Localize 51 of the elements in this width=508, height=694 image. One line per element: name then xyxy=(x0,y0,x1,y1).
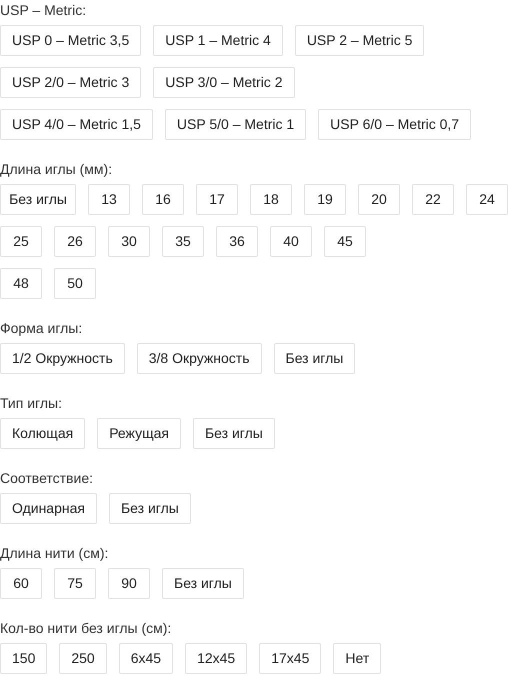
option-chip: 26 xyxy=(54,226,96,257)
option-chip: USP 2 – Metric 5 xyxy=(294,25,424,56)
section-heading: Соответствие: xyxy=(0,469,93,487)
option-chip: Одинарная xyxy=(0,493,97,524)
section-heading: USP – Metric: xyxy=(0,1,86,19)
option-chip: USP 0 – Metric 3,5 xyxy=(0,25,142,56)
option-chip: 75 xyxy=(54,568,96,599)
option-chip: 1/2 Окружность xyxy=(0,343,125,374)
option-chip: 50 xyxy=(54,268,96,299)
section-heading: Кол-во нити без иглы (см): xyxy=(0,619,172,637)
option-chip: 6x45 xyxy=(118,643,174,674)
option-chip: 25 xyxy=(0,226,42,257)
section-heading: Длина иглы (мм): xyxy=(0,160,112,178)
option-chip: 18 xyxy=(250,184,292,215)
option-chip: 60 xyxy=(0,568,42,599)
option-chip: 90 xyxy=(108,568,150,599)
option-chip: Без иглы xyxy=(274,343,356,374)
section-heading: Тип иглы: xyxy=(0,394,62,412)
option-chip: Без иглы xyxy=(162,568,244,599)
section-heading: Длина нити (см): xyxy=(0,544,108,562)
option-chip: 30 xyxy=(108,226,150,257)
option-chip: USP 5/0 – Metric 1 xyxy=(164,109,306,140)
option-chip: Без иглы xyxy=(0,184,76,215)
option-chip: 20 xyxy=(358,184,400,215)
option-chip: 22 xyxy=(412,184,454,215)
option-chip: USP 4/0 – Metric 1,5 xyxy=(0,109,153,140)
option-chip: USP 2/0 – Metric 3 xyxy=(0,67,142,98)
option-chip: Без иглы xyxy=(108,493,191,524)
option-chip: 150 xyxy=(0,643,48,674)
option-chip: 3/8 Окружность xyxy=(136,343,262,374)
option-chip: Без иглы xyxy=(192,418,275,449)
option-chip: 24 xyxy=(466,184,508,215)
option-chip: USP 6/0 – Metric 0,7 xyxy=(318,109,472,140)
option-chip: 35 xyxy=(162,226,204,257)
section-heading: Форма иглы: xyxy=(0,319,82,337)
option-chip: 13 xyxy=(88,184,130,215)
option-chip: Режущая xyxy=(97,418,181,449)
option-chip: Нет xyxy=(333,643,382,674)
option-chip: 17 xyxy=(196,184,238,215)
option-chip: 16 xyxy=(142,184,184,215)
option-chip: USP 1 – Metric 4 xyxy=(153,25,283,56)
option-chip: 12x45 xyxy=(185,643,248,674)
option-chip: 40 xyxy=(270,226,312,257)
option-chip: 45 xyxy=(324,226,366,257)
option-chip: 250 xyxy=(59,643,107,674)
option-chip: 17x45 xyxy=(259,643,322,674)
option-chip: USP 3/0 – Metric 2 xyxy=(153,67,294,98)
option-chip: 48 xyxy=(0,268,42,299)
option-chip: 36 xyxy=(216,226,258,257)
option-chip: 19 xyxy=(304,184,346,215)
option-chip: Колющая xyxy=(0,418,86,449)
